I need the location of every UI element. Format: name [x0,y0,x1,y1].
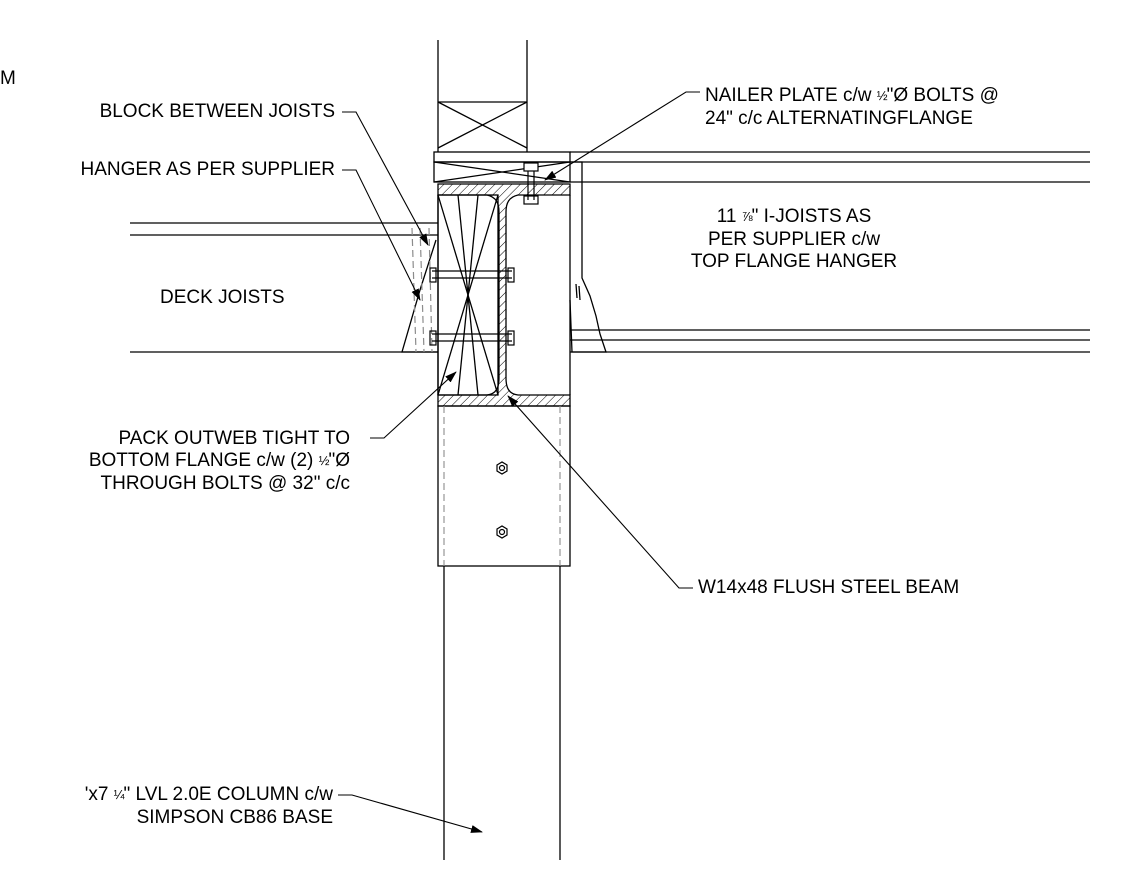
corner-fragment-label: M [0,68,16,89]
hanger-as-per-supplier-label: HANGER AS PER SUPPLIER [80,159,335,180]
pack-outweb-line-2: BOTTOM FLANGE c/w (2) ½"Ø [88,450,350,471]
lvl-column-label: 'x7 ¼" LVL 2.0E COLUMN c/w SIMPSON CB86 … [85,784,333,829]
lvl-column-line-2: SIMPSON CB86 BASE [136,807,333,828]
i-joists-line-3: TOP FLANGE HANGER [690,251,898,272]
leader-lines [338,91,700,833]
steel-beam-label: W14x48 FLUSH STEEL BEAM [698,577,960,598]
wood-packing [437,194,499,396]
i-joists-label: 11 ⅞" I-JOISTS AS PER SUPPLIER c/w TOP F… [650,206,938,273]
deck-joists-left [130,222,438,353]
upper-column [437,40,528,152]
nailer-plate-line-2: 24" c/c ALTERNATINGFLANGE [705,108,973,129]
i-joist-right [570,151,1090,353]
nailer-plate-label: NAILER PLATE c/w ½"Ø BOLTS @ 24" c/c ALT… [705,85,999,130]
through-bolts [429,162,539,346]
pack-outweb-line-3: THROUGH BOLTS @ 32" c/c [100,473,351,494]
block-between-joists-label: BLOCK BETWEEN JOISTS [99,101,335,122]
pack-outweb-label: PACK OUTWEB TIGHT TO BOTTOM FLANGE c/w (… [89,428,350,495]
column-cap-nuts [496,461,508,539]
lvl-column-line-1: 'x7 ¼" LVL 2.0E COLUMN c/w [84,784,333,805]
steel-beam-w14x48 [437,183,571,407]
pack-outweb-line-1: PACK OUTWEB TIGHT TO [118,428,350,449]
lower-column [437,405,571,860]
column-cap-hidden [443,406,561,566]
top-flange-hanger [569,161,607,353]
i-joists-line-2: PER SUPPLIER c/w [707,229,881,250]
deck-joists-label: DECK JOISTS [160,287,285,308]
nailer-plate-line-1: NAILER PLATE c/w ½"Ø BOLTS @ [705,85,999,106]
i-joists-line-1: 11 ⅞" I-JOISTS AS [716,206,872,227]
